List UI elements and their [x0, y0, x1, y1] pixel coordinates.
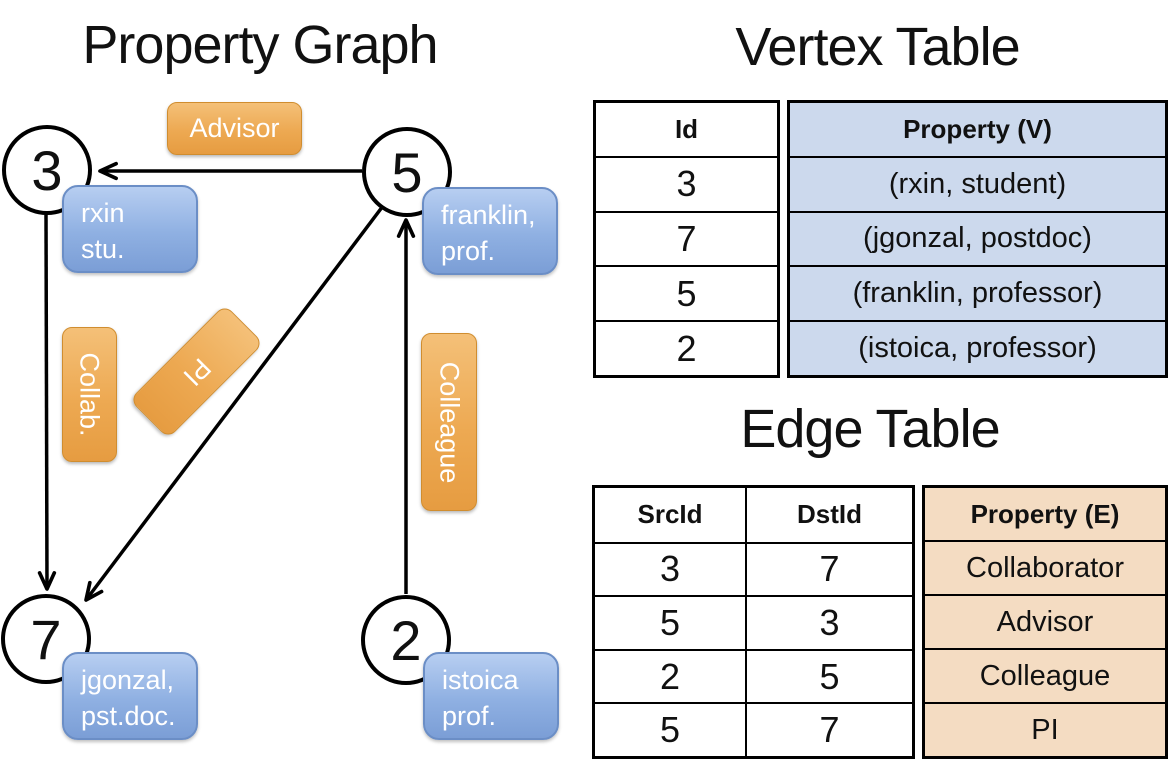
- vertex-table-header-id: Id: [674, 113, 699, 144]
- vertex-row-0-property: (rxin, student): [790, 155, 1165, 211]
- edge-label-pi-text: PI: [177, 352, 217, 392]
- vertex-property-label-2: istoica prof.: [423, 652, 559, 740]
- edge-line-collab-3-to-7: [37, 212, 57, 591]
- vertex-row-2-id: 5: [596, 265, 777, 320]
- vertex-property-label-5: franklin, prof.: [422, 187, 558, 275]
- vertex-node-7-id: 7: [30, 607, 62, 671]
- edge-label-advisor-text: Advisor: [189, 113, 280, 143]
- edge-label-collab-text: Collab.: [75, 352, 106, 437]
- edge-label-colleague-text: Colleague: [434, 361, 465, 483]
- edge-table-id-columns: SrcId DstId 3 7 5 3 2 5 5 7: [592, 485, 915, 759]
- vertex-table: Id 3 7 5 2 Property (V) (rxin, student) …: [593, 100, 1168, 378]
- edge-row-3-dstid: 7: [745, 702, 912, 756]
- edge-table-title: Edge Table: [740, 399, 1000, 459]
- edge-label-colleague: Colleague: [421, 333, 477, 511]
- edge-table-property-column: Property (E) Collaborator Advisor Collea…: [922, 485, 1168, 759]
- edge-row-2-srcid: 2: [595, 648, 745, 703]
- edge-row-3-property: PI: [925, 702, 1165, 756]
- edge-table-header-srcid: SrcId: [637, 499, 703, 530]
- vertex-table-id-column: Id 3 7 5 2: [593, 100, 780, 378]
- edge-table: SrcId DstId 3 7 5 3 2 5 5 7 Property (E)…: [592, 485, 1168, 759]
- vertex-node-5-id: 5: [391, 140, 423, 204]
- vertex-row-3-id: 2: [596, 320, 777, 375]
- edge-line-pi-5-to-7: [84, 188, 397, 602]
- vertex-node-5: 5: [362, 127, 452, 217]
- vertex-property-label-3: rxin stu.: [62, 185, 198, 273]
- edge-table-header-dstid: DstId: [745, 488, 912, 542]
- vertex-table-property-column: Property (V) (rxin, student) (jgonzal, p…: [787, 100, 1168, 378]
- property-graph-title: Property Graph: [82, 15, 438, 75]
- edge-row-0-srcid: 3: [595, 541, 745, 596]
- edge-row-1-property: Advisor: [925, 594, 1165, 648]
- edge-row-0-dstid: 7: [745, 541, 912, 596]
- edge-row-0-property: Collaborator: [925, 540, 1165, 594]
- vertex-table-title: Vertex Table: [735, 17, 1020, 77]
- graph-edges-svg: [37, 161, 416, 602]
- vertex-node-3-id: 3: [31, 138, 63, 202]
- vertex-row-1-id: 7: [596, 210, 777, 266]
- edge-row-1-srcid: 5: [595, 595, 745, 649]
- vertex-row-3-property: (istoica, professor): [790, 320, 1165, 375]
- vertex-row-2-property: (franklin, professor): [790, 265, 1165, 320]
- edge-row-2-property: Colleague: [925, 648, 1165, 702]
- edge-row-1-dstid: 3: [745, 595, 912, 649]
- vertex-table-header-property: Property (V): [903, 113, 1052, 144]
- vertex-node-2-id: 2: [390, 608, 422, 672]
- edge-row-3-srcid: 5: [595, 702, 745, 756]
- vertex-property-label-7: jgonzal, pst.doc.: [62, 652, 198, 740]
- vertex-node-2: 2: [361, 595, 451, 685]
- edge-label-advisor: Advisor: [167, 102, 302, 155]
- edge-row-2-dstid: 5: [745, 648, 912, 703]
- edge-table-header-property: Property (E): [970, 498, 1120, 529]
- edge-label-collab: Collab.: [62, 327, 117, 462]
- vertex-row-0-id: 3: [596, 155, 777, 211]
- vertex-row-1-property: (jgonzal, postdoc): [790, 210, 1165, 266]
